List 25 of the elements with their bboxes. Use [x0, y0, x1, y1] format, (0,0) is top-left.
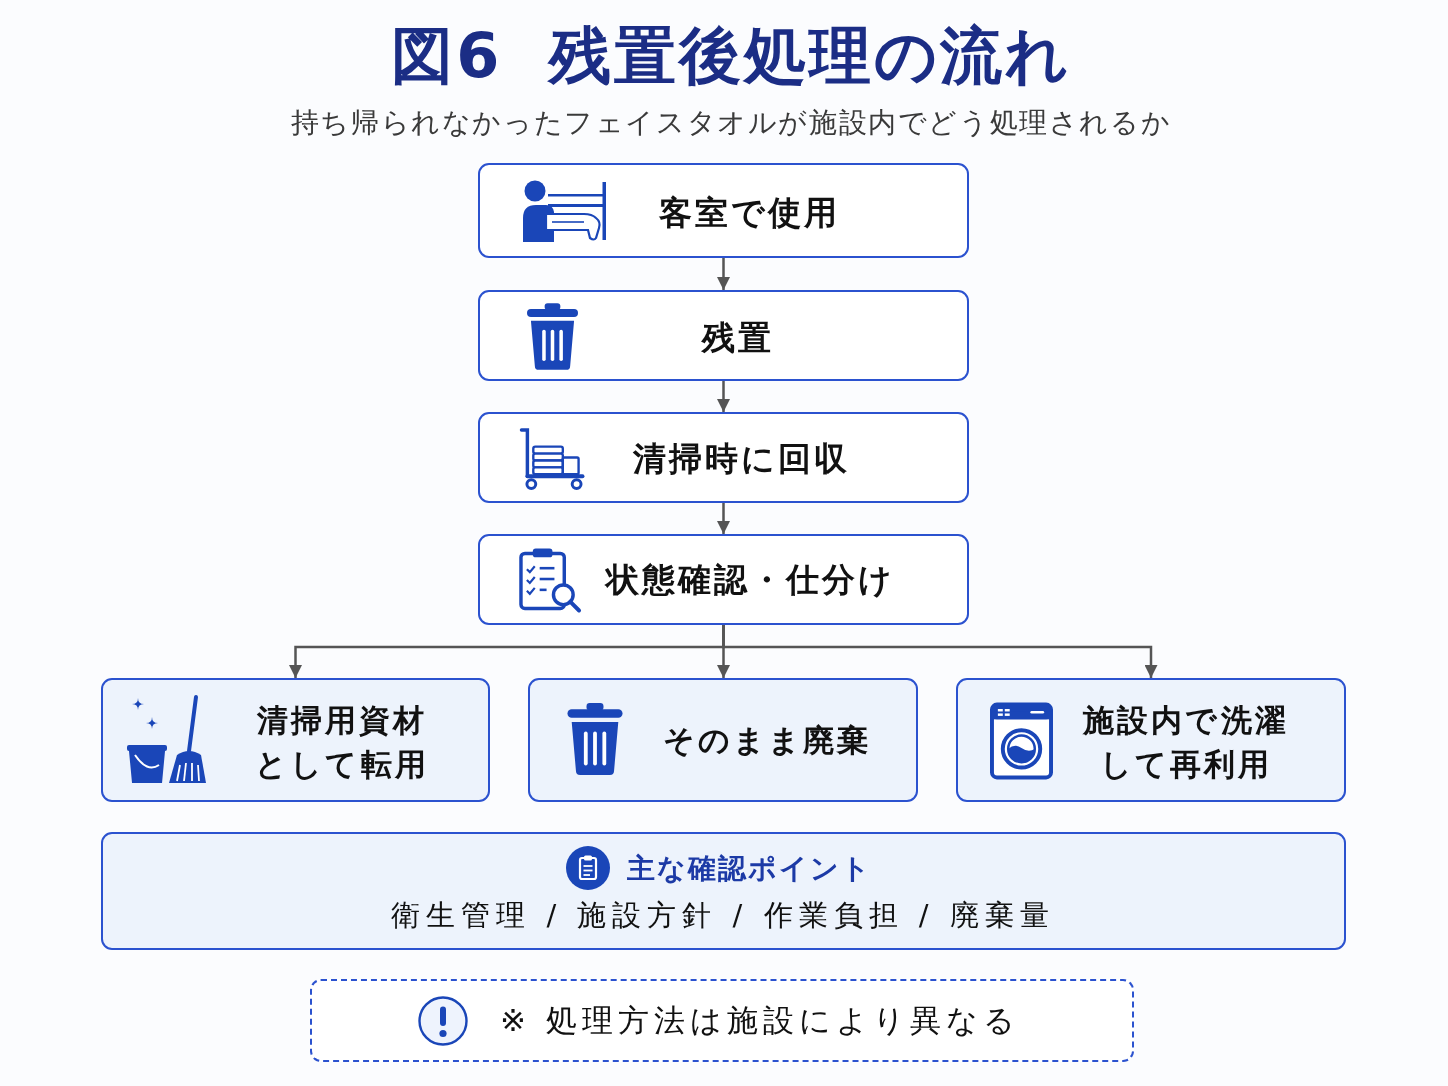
process-box	[478, 163, 969, 258]
info-panel	[101, 832, 1346, 950]
note-text: ※ 処理方法は施設により異なる	[500, 1000, 1020, 1040]
arrow	[717, 503, 730, 534]
checkpoint-list: 衛生管理 / 施設方針 / 作業負担 / 廃棄量	[391, 896, 1055, 934]
arrow	[717, 381, 730, 412]
step-label: 残置	[702, 317, 774, 359]
subtitle: 持ち帰られなかったフェイスタオルが施設内でどう処理されるか	[290, 104, 1172, 140]
panel-heading: 主な確認ポイント	[626, 850, 872, 886]
arrow	[722, 625, 1158, 678]
process-box	[478, 290, 969, 381]
step-label: 客室で使用	[658, 192, 840, 234]
outcome-label: 施設内で洗濯して再利用	[1081, 701, 1290, 784]
outcome-label: 清掃用資材として転用	[254, 701, 430, 784]
outcome-box	[528, 678, 918, 802]
step-label: 清掃時に回収	[632, 438, 850, 480]
outcome-label: そのまま廃棄	[662, 721, 872, 760]
diagram-title: 図6 残置後処理の流れ	[391, 18, 1071, 95]
outcome-box	[956, 678, 1346, 802]
note-box	[310, 979, 1134, 1062]
arrow	[717, 258, 730, 290]
outcome-box	[101, 678, 490, 802]
step-label: 状態確認・仕分け	[605, 559, 895, 601]
process-box	[478, 412, 969, 503]
process-box	[478, 534, 969, 625]
